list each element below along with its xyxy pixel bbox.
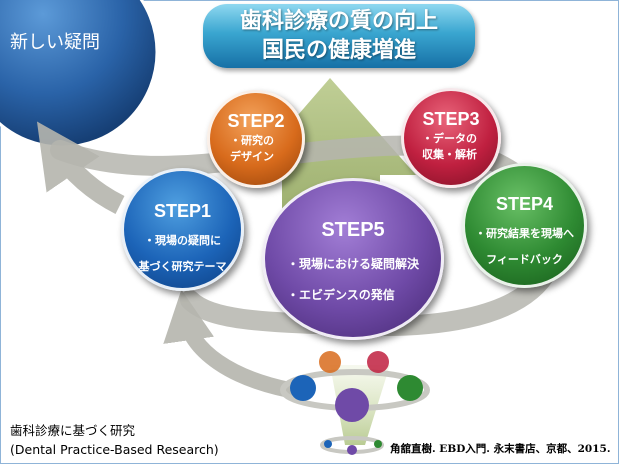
step5-circle: STEP5 ・現場における疑問解決 ・エビデンスの発信 [262,178,444,340]
step4-text-1: ・研究結果を現場へ [475,227,574,240]
mini-step5-dot-small [347,445,357,455]
step3-circle: STEP3 ・データの 収集・解析 [401,88,501,188]
new-question-bubble [0,0,159,149]
step5-text-2: ・エビデンスの発信 [287,288,395,302]
mini-step4-dot [397,375,423,401]
step1-text-1: ・現場の疑問に [144,234,221,247]
goal-line-1: 歯科診療の質の向上 [239,9,438,34]
step5-text-1: ・現場における疑問解決 [287,257,420,271]
goal-banner: 歯科診療の質の向上 国民の健康増進 [203,4,475,68]
step3-text-2: 収集・解析 [422,148,477,161]
mini-step1-dot-small [324,440,332,448]
mini-step5-dot [335,388,369,422]
step4-text-2: フィードバック [486,253,563,266]
mini-step3-dot [367,351,389,373]
mini-step2-dot [319,351,341,373]
caption-title: 歯科診療に基づく研究 [10,423,136,438]
step3-title: STEP3 [422,109,480,129]
step4-title: STEP4 [495,194,554,214]
new-question-label: 新しい疑問 [10,32,100,53]
step5-title: STEP5 [321,219,385,241]
step3-text-1: ・データの [422,132,477,145]
mini-step4-dot-small [374,440,382,448]
return-arrow [163,289,302,400]
caption: 歯科診療に基づく研究 (Dental Practice-Based Resear… [10,421,219,459]
step2-circle: STEP2 ・研究の デザイン [207,90,305,188]
step1-title: STEP1 [153,201,212,221]
goal-line-2: 国民の健康増進 [261,38,416,63]
step2-title: STEP2 [227,111,285,131]
arrow-to-new-question [36,121,125,214]
step2-text-1: ・研究の [230,134,274,147]
citation: 角舘直樹. EBD入門. 永末書店、京都、2015. [390,443,611,455]
mini-step1-dot [290,375,316,401]
step1-text-2: 基づく研究テーマ [138,260,227,273]
step4-circle: STEP4 ・研究結果を現場へ フィードバック [462,163,587,288]
caption-subtitle: (Dental Practice-Based Research) [10,442,219,457]
step1-circle: STEP1 ・現場の疑問に 基づく研究テーマ [121,168,244,291]
step2-text-2: デザイン [230,150,274,163]
